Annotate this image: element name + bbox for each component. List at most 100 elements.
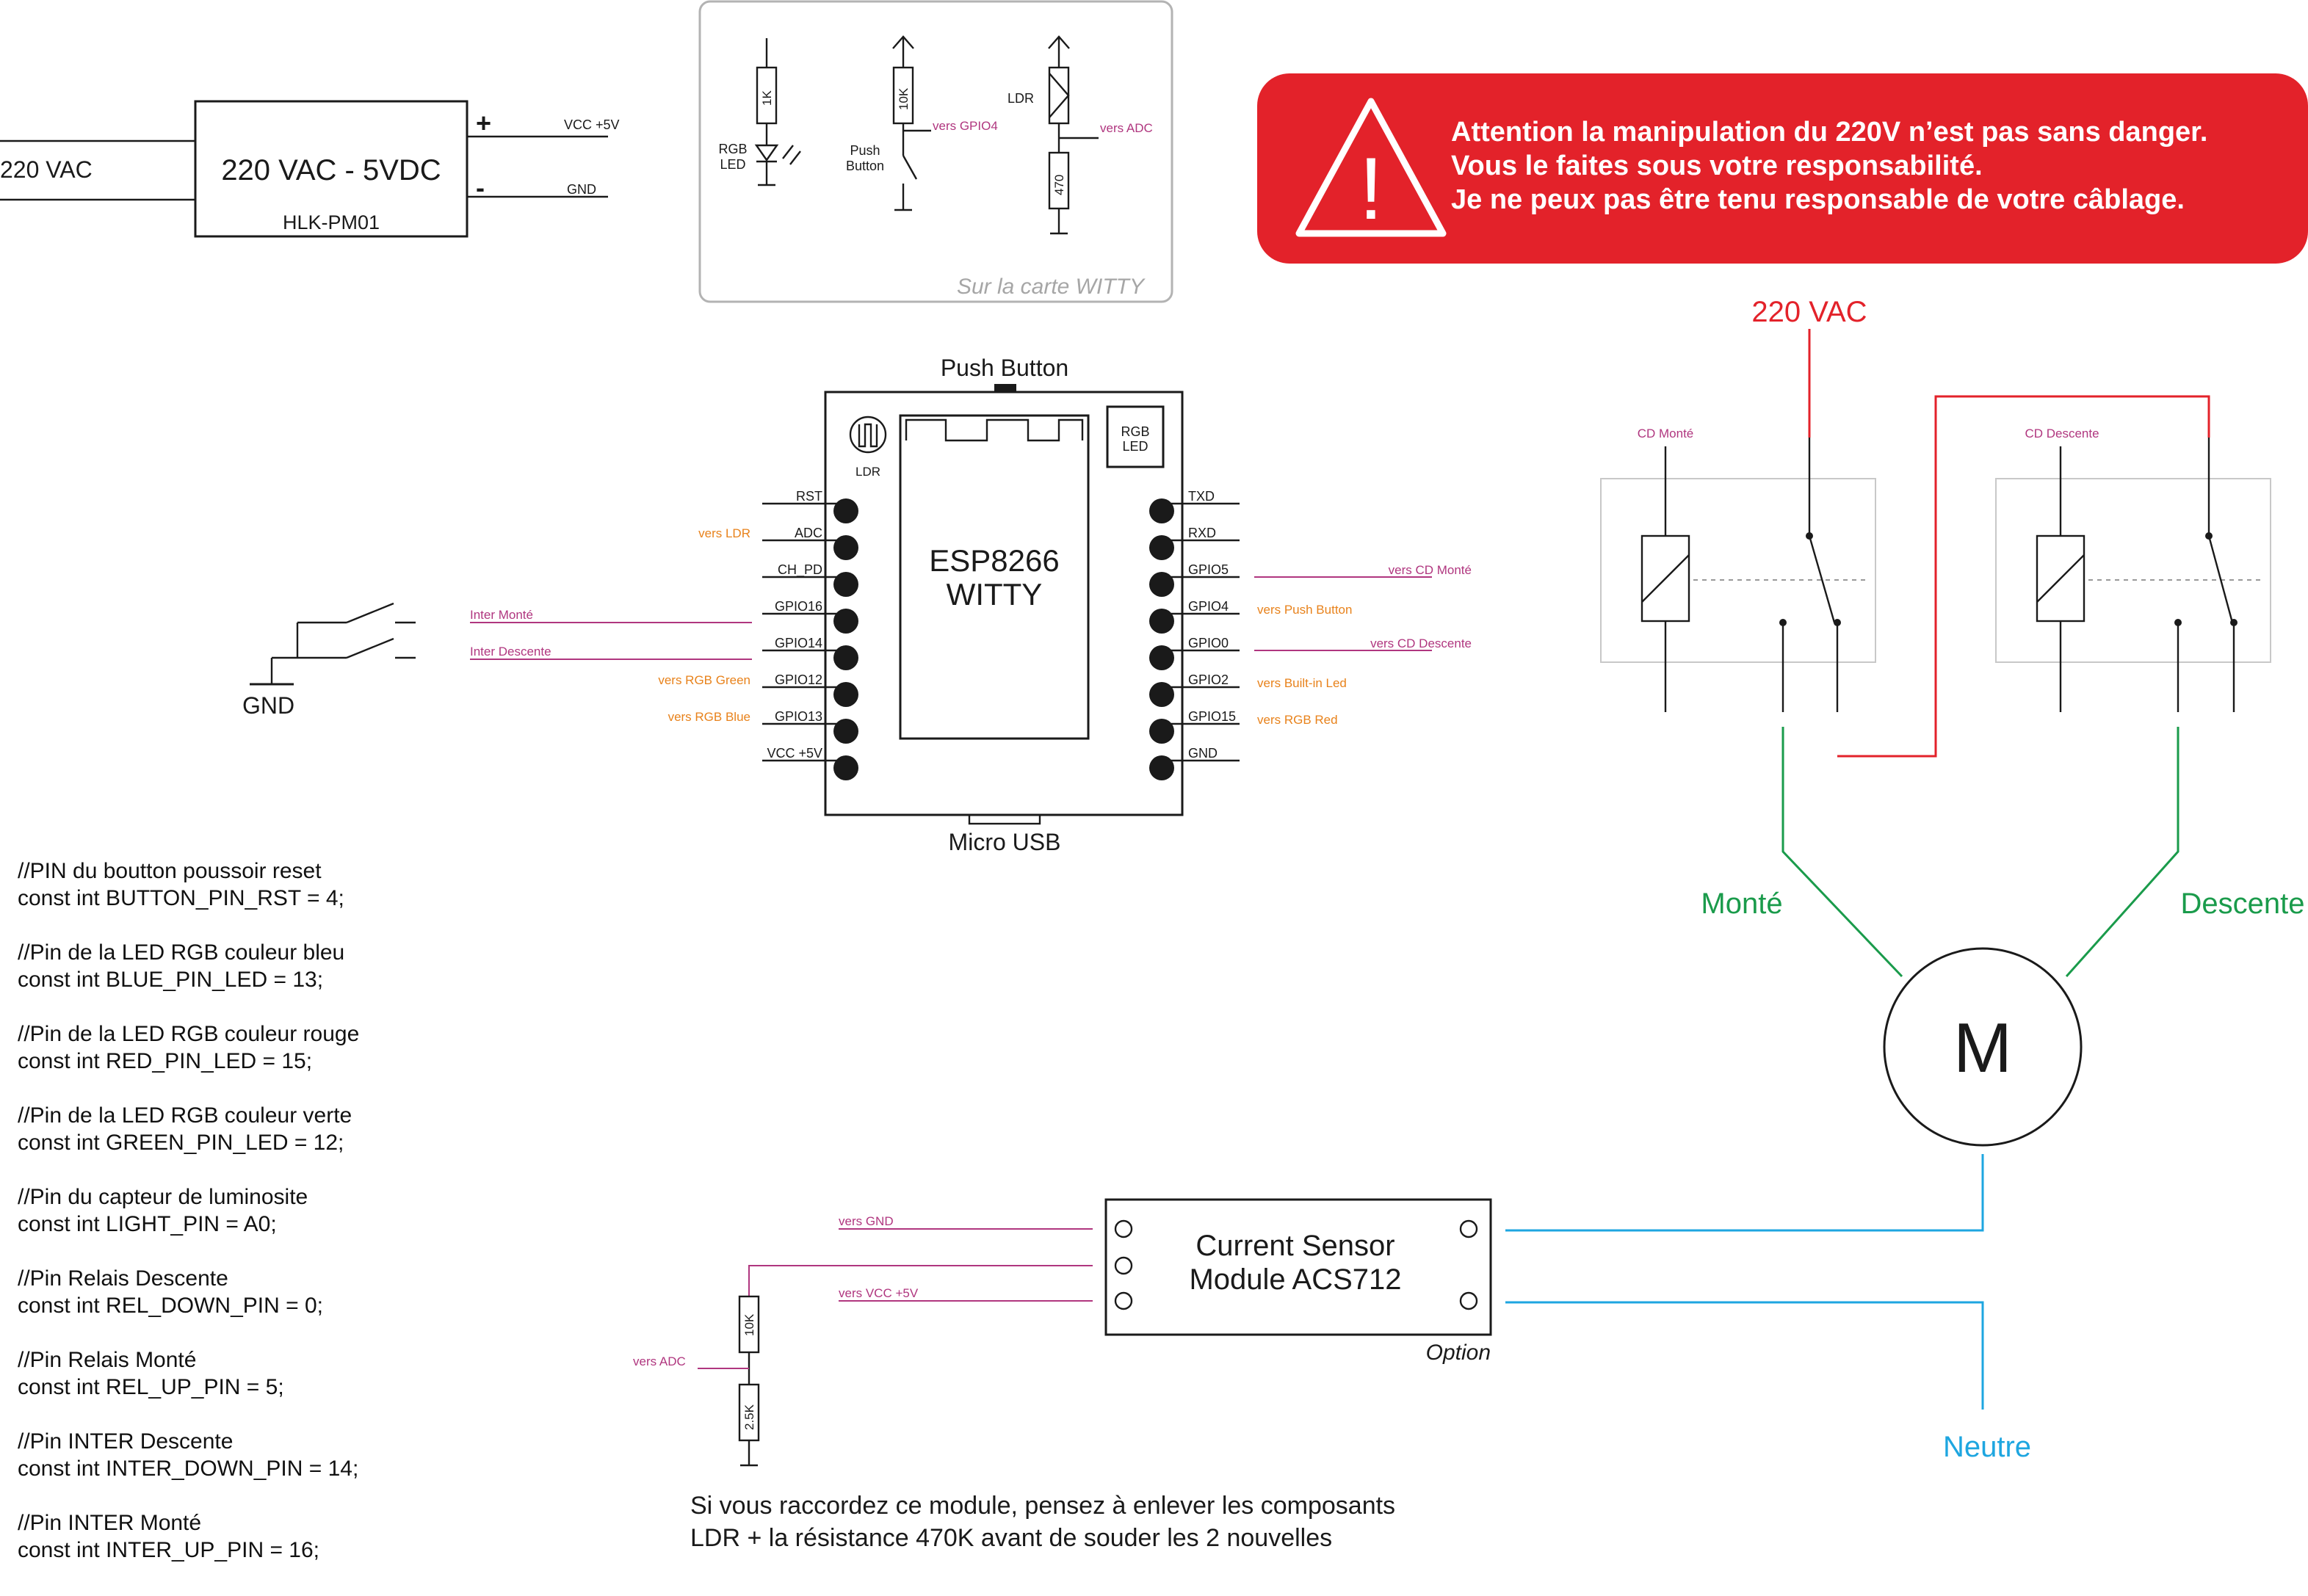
sensor-box bbox=[1104, 1198, 1492, 1336]
left-pin-note: vers LDR bbox=[698, 526, 750, 540]
code-line: const int REL_UP_PIN = 5; bbox=[18, 1375, 284, 1399]
left-pin-label: CH_PD bbox=[778, 562, 822, 578]
plus-sign: + bbox=[476, 108, 491, 138]
left-pin-note: vers RGB Green bbox=[658, 673, 750, 687]
ac-input-label: 220 VAC bbox=[0, 156, 93, 183]
divider-r25k-label: 2.5K bbox=[742, 1404, 756, 1430]
left-pin-label: VCC +5V bbox=[767, 746, 822, 761]
right-pin-note: vers RGB Red bbox=[1257, 713, 1338, 727]
relay-switch-monte-icon bbox=[1808, 535, 1836, 623]
right-pin-label: GND bbox=[1188, 746, 1218, 761]
warning-line-1: Attention la manipulation du 220V n’est … bbox=[1451, 117, 2207, 148]
code-line: //Pin INTER Descente bbox=[18, 1429, 234, 1454]
right-pin-label: TXD bbox=[1188, 489, 1215, 504]
relay-motor-circuit: 220 VAC CD Monté CD Descente bbox=[1505, 296, 2304, 1463]
code-line bbox=[18, 993, 359, 1020]
code-line: const int BUTTON_PIN_RST = 4; bbox=[18, 886, 344, 910]
micro-usb-label: Micro USB bbox=[949, 829, 1061, 855]
witty-inset: 1K RGB LED 10K vers GPIO4 Push Button LD… bbox=[698, 0, 1173, 303]
relay-switch-descente-icon bbox=[2207, 535, 2234, 623]
left-pin-ch-pd bbox=[833, 572, 858, 597]
left-pin-gpio13 bbox=[833, 719, 858, 744]
right-pin-gpio2 bbox=[1149, 682, 1174, 707]
sensor-note-1: Si vous raccordez ce module, pensez à en… bbox=[690, 1492, 1395, 1520]
warning-triangle-icon bbox=[1295, 98, 1447, 237]
inter-monte-label: Inter Monté bbox=[470, 608, 533, 622]
right-pin-rxd bbox=[1149, 535, 1174, 560]
switch-descente-icon bbox=[346, 637, 394, 659]
vers-gnd-label: vers GND bbox=[839, 1214, 894, 1228]
power-supply-label: 220 VAC - 5VDC bbox=[221, 154, 441, 186]
right-pin-note: vers Built-in Led bbox=[1257, 676, 1347, 690]
right-pin-label: RXD bbox=[1188, 526, 1216, 540]
right-pin-label: GPIO5 bbox=[1188, 562, 1229, 577]
switch-monte-icon bbox=[346, 602, 394, 624]
code-line bbox=[18, 1238, 359, 1265]
right-pin-note: vers CD Monté bbox=[1389, 563, 1472, 577]
push-button-icon bbox=[994, 384, 1016, 392]
power-supply-model: HLK-PM01 bbox=[283, 211, 380, 233]
right-pin-label: GPIO2 bbox=[1188, 672, 1229, 687]
code-line: const int LIGHT_PIN = A0; bbox=[18, 1212, 277, 1236]
left-pin-rst bbox=[833, 498, 858, 523]
witty-inset-caption: Sur la carte WITTY bbox=[957, 275, 1146, 299]
minus-sign: - bbox=[476, 173, 485, 203]
code-line bbox=[18, 1156, 359, 1183]
right-pin-note: vers Push Button bbox=[1257, 603, 1352, 617]
rgb-box-label-1: RGB bbox=[1121, 424, 1149, 439]
r470-label: 470 bbox=[1052, 175, 1066, 195]
code-line bbox=[18, 912, 359, 939]
push-label-2: Button bbox=[846, 159, 884, 173]
code-listing: //PIN du boutton poussoir reset const int… bbox=[18, 857, 359, 1564]
code-line: const int INTER_UP_PIN = 16; bbox=[18, 1538, 320, 1562]
ac-220-label: 220 VAC bbox=[1751, 296, 1867, 328]
code-line bbox=[18, 1401, 359, 1428]
left-pin-label: ADC bbox=[795, 526, 822, 540]
r1k-label: 1K bbox=[760, 90, 774, 106]
left-pin-label: RST bbox=[796, 489, 822, 504]
left-pin-gpio14 bbox=[833, 645, 858, 670]
right-pin-label: GPIO15 bbox=[1188, 709, 1236, 724]
right-pin-label: GPIO0 bbox=[1188, 636, 1229, 650]
current-sensor: Current Sensor Module ACS712 Option vers… bbox=[633, 1198, 1492, 1552]
rgb-led-label-1: RGB bbox=[718, 142, 747, 156]
r10k-label: 10K bbox=[897, 87, 911, 110]
sensor-note-2: LDR + la résistance 470K avant de souder… bbox=[690, 1524, 1332, 1552]
code-line: //Pin de la LED RGB couleur rouge bbox=[18, 1022, 360, 1046]
push-button-label: Push Button bbox=[941, 355, 1068, 381]
witty-inset-frame bbox=[698, 0, 1173, 303]
rgb-box-label-2: LED bbox=[1122, 439, 1148, 454]
code-line: //Pin de la LED RGB couleur verte bbox=[18, 1103, 352, 1128]
left-pin-label: GPIO16 bbox=[775, 599, 822, 614]
right-pin-gpio5 bbox=[1149, 572, 1174, 597]
rgb-led-label-2: LED bbox=[720, 157, 745, 172]
divider-r10k-label: 10K bbox=[742, 1313, 756, 1336]
warning-banner: ! Attention la manipulation du 220V n’es… bbox=[1257, 73, 2308, 264]
left-pin-vcc-5v bbox=[833, 755, 858, 780]
code-line: //Pin Relais Monté bbox=[18, 1348, 197, 1372]
descente-label: Descente bbox=[2181, 888, 2305, 920]
gnd-ground-label: GND bbox=[242, 692, 294, 719]
right-pin-gnd bbox=[1149, 755, 1174, 780]
code-line: const int BLUE_PIN_LED = 13; bbox=[18, 968, 324, 992]
gnd-label: GND bbox=[567, 182, 596, 197]
ldr-inset-label: LDR bbox=[1008, 91, 1034, 106]
power-supply: 220 VAC 220 VAC - 5VDC HLK-PM01 + - VCC … bbox=[0, 100, 620, 238]
option-label: Option bbox=[1426, 1341, 1491, 1365]
code-line: //PIN du boutton poussoir reset bbox=[18, 859, 322, 883]
rgb-led-box bbox=[1106, 405, 1165, 468]
motor-label: M bbox=[1953, 1009, 2012, 1087]
code-line bbox=[18, 1482, 359, 1509]
vcc-label: VCC +5V bbox=[564, 117, 620, 132]
left-pin-label: GPIO13 bbox=[775, 709, 822, 724]
code-line: //Pin Relais Descente bbox=[18, 1266, 228, 1291]
power-supply-box bbox=[194, 100, 469, 238]
left-pin-gpio16 bbox=[833, 609, 858, 634]
code-line: const int RED_PIN_LED = 15; bbox=[18, 1049, 313, 1073]
board-title-2: WITTY bbox=[947, 577, 1043, 612]
right-pin-txd bbox=[1149, 498, 1174, 523]
code-line bbox=[18, 1075, 359, 1102]
